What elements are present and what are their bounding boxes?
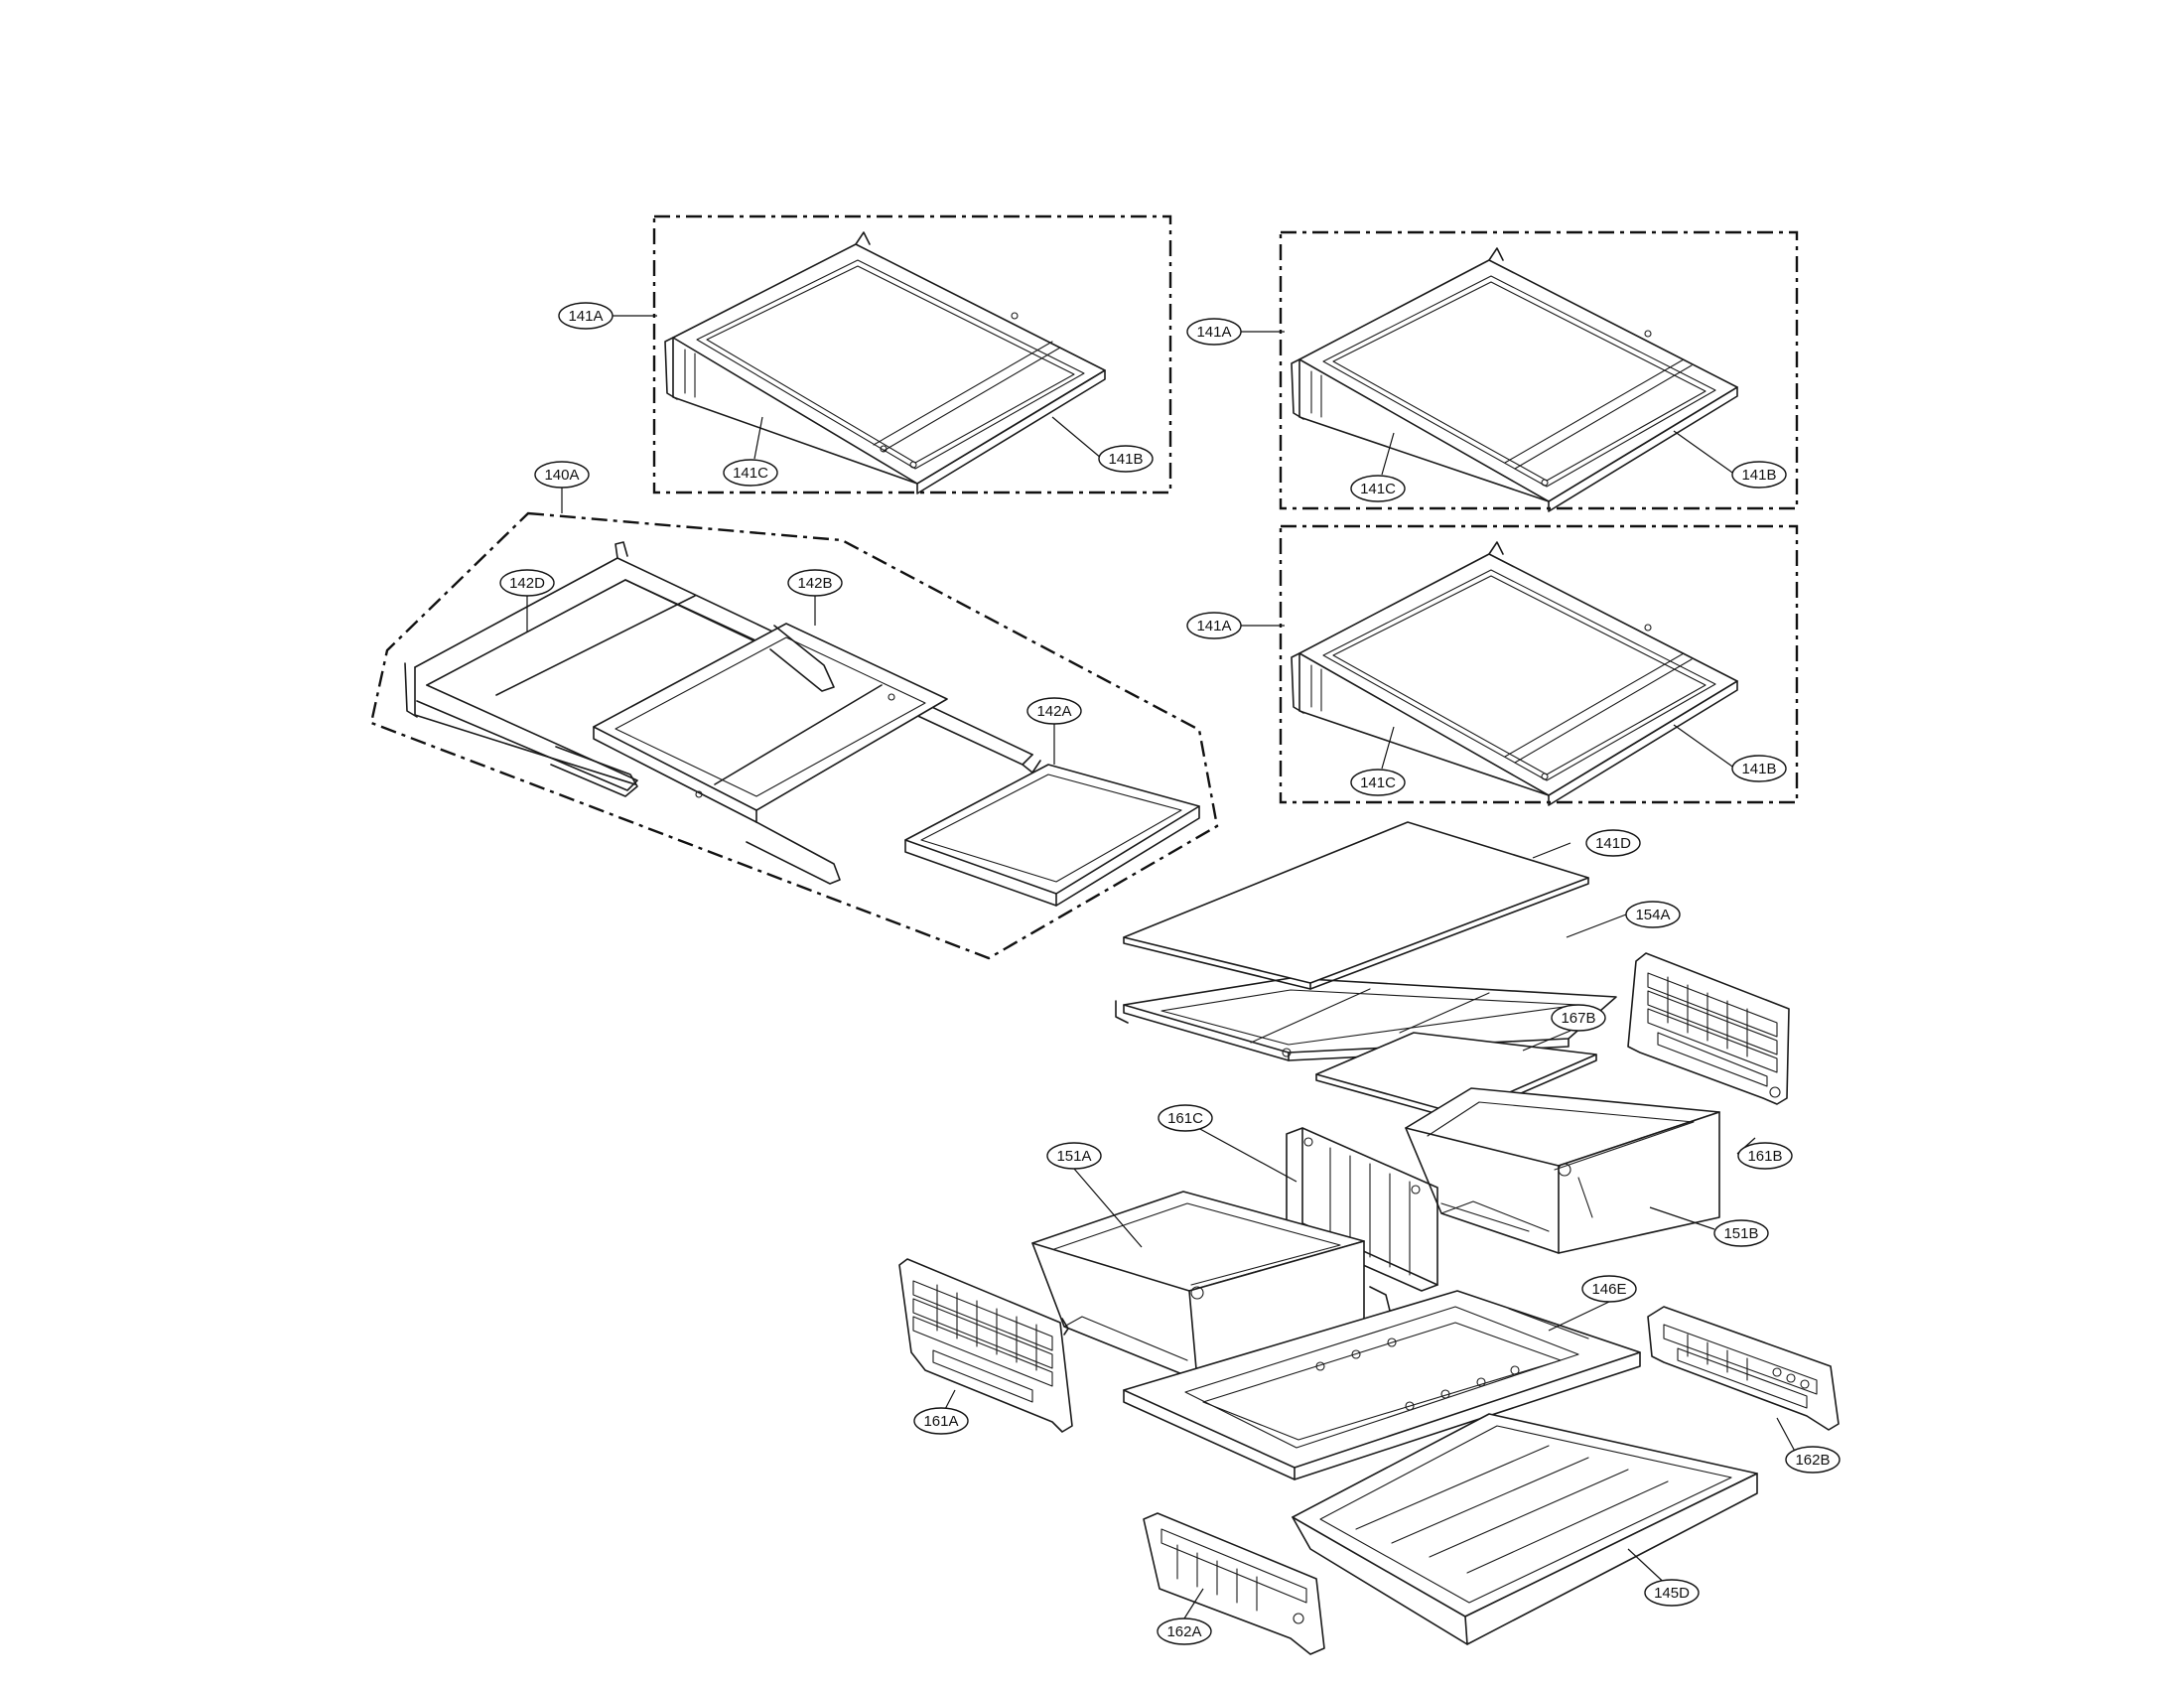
slide-shelf-assembly	[404, 541, 1200, 907]
callout-right-rail: 161B	[1737, 1142, 1793, 1170]
group-box-slide-assembly	[369, 511, 1219, 960]
callout-rail-lower: 162A	[1157, 1618, 1212, 1645]
svg-text:161C: 161C	[1167, 1110, 1203, 1127]
callout-pan: 145D	[1644, 1579, 1700, 1607]
group-box-top-right	[1279, 230, 1799, 510]
svg-text:141A: 141A	[1196, 618, 1231, 634]
rail-162B	[1647, 1306, 1840, 1431]
callout-bin-base: 146E	[1581, 1275, 1637, 1303]
leader-lines	[526, 315, 1800, 1619]
right-bin-151B	[1405, 1087, 1720, 1254]
svg-text:141B: 141B	[1741, 761, 1776, 777]
svg-text:142A: 142A	[1036, 703, 1071, 720]
shelf-frame-1	[664, 231, 1106, 494]
callout-cover-glass: 141D	[1585, 829, 1641, 857]
callout-slide-glass: 142B	[787, 569, 843, 597]
callout-frame3-rail: 141C	[1350, 769, 1406, 796]
svg-text:141C: 141C	[1360, 774, 1396, 791]
callout-frame1-shelf: 141A	[558, 302, 614, 330]
group-box-top-left	[652, 214, 1172, 494]
svg-text:141A: 141A	[1196, 324, 1231, 341]
svg-text:162A: 162A	[1166, 1623, 1201, 1640]
svg-text:142B: 142B	[797, 575, 832, 592]
rail-162A	[1143, 1512, 1325, 1655]
shelf-frame-3	[1291, 541, 1738, 806]
group-box-middle-right	[1279, 524, 1799, 804]
rail-161A	[898, 1258, 1073, 1433]
callout-cover-insert: 167B	[1551, 1004, 1606, 1032]
svg-text:167B: 167B	[1561, 1010, 1595, 1027]
callout-left-bin: 151A	[1046, 1142, 1102, 1170]
svg-text:162B: 162B	[1795, 1452, 1830, 1469]
callout-left-rail: 161A	[913, 1407, 969, 1435]
callout-right-bin: 151B	[1713, 1219, 1769, 1247]
svg-text:161A: 161A	[923, 1413, 958, 1430]
callout-frame3-shelf: 141A	[1186, 612, 1242, 639]
callout-divider: 161C	[1158, 1104, 1213, 1132]
svg-text:151A: 151A	[1056, 1148, 1091, 1165]
callout-frame3-glass: 141B	[1731, 755, 1787, 782]
svg-text:141A: 141A	[568, 308, 603, 325]
crisper-cover-assembly	[1115, 821, 1617, 1121]
callout-rail-upper-right: 162B	[1785, 1446, 1841, 1474]
callout-frame2-glass: 141B	[1731, 461, 1787, 489]
shelf-frame-2	[1291, 247, 1738, 512]
svg-text:141D: 141D	[1595, 835, 1631, 852]
callout-frame1-glass: 141B	[1098, 445, 1154, 473]
callout-frame2-rail: 141C	[1350, 475, 1406, 502]
pan-145D	[1292, 1413, 1758, 1645]
svg-text:141B: 141B	[1741, 467, 1776, 484]
svg-text:151B: 151B	[1723, 1225, 1758, 1242]
bin-base-146E	[1123, 1286, 1641, 1480]
svg-text:142D: 142D	[509, 575, 545, 592]
svg-text:141C: 141C	[733, 465, 768, 482]
svg-text:154A: 154A	[1635, 907, 1670, 923]
callout-cover-frame: 154A	[1625, 901, 1681, 928]
svg-text:145D: 145D	[1654, 1585, 1690, 1602]
callout-small-shelf: 142A	[1026, 697, 1082, 725]
svg-text:146E: 146E	[1591, 1281, 1626, 1298]
callout-frame2-shelf: 141A	[1186, 318, 1242, 346]
callout-slide-assembly: 140A	[534, 461, 590, 489]
callout-frame1-rail: 141C	[723, 459, 778, 487]
callout-slide-frame: 142D	[499, 569, 555, 597]
svg-text:141C: 141C	[1360, 481, 1396, 497]
rail-161B	[1627, 952, 1790, 1105]
svg-text:141B: 141B	[1108, 451, 1143, 468]
svg-text:161B: 161B	[1747, 1148, 1782, 1165]
svg-text:140A: 140A	[544, 467, 579, 484]
